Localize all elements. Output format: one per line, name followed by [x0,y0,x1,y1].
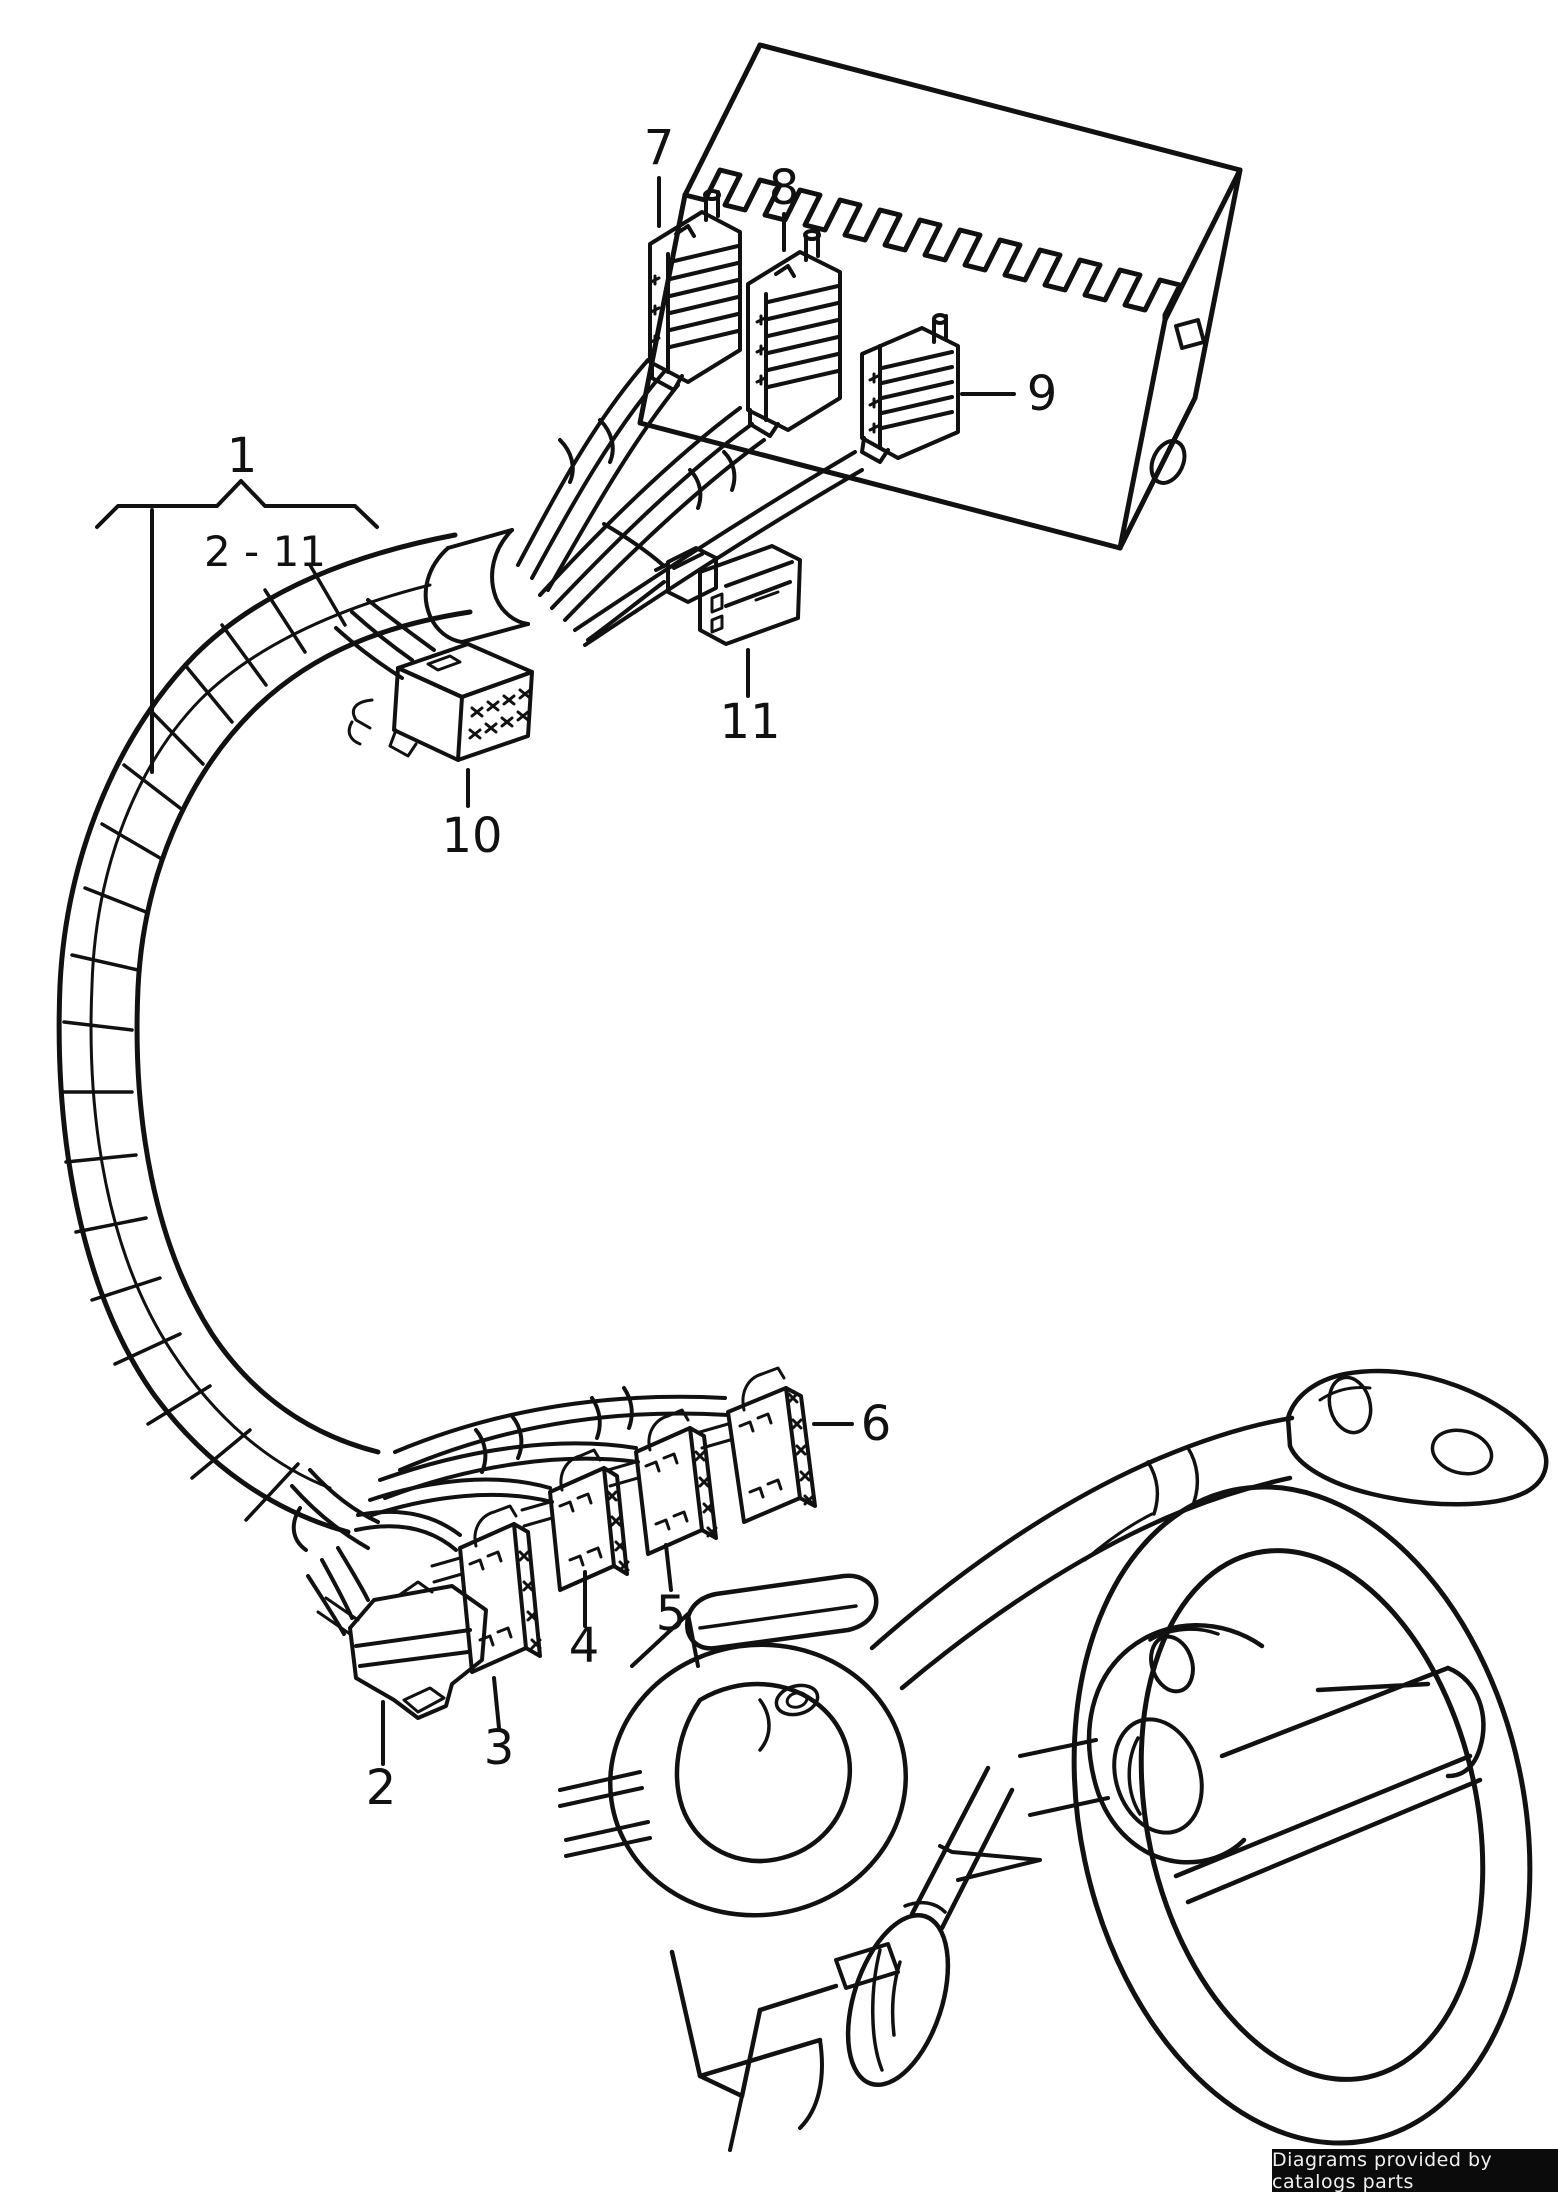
connector-8 [746,229,842,438]
callout-leaders [95,176,1016,1766]
connector-11 [654,544,802,646]
callout-label-2: 2 [366,1760,397,1816]
harness-branches-mid [334,598,436,680]
wiring-harness [56,358,864,1636]
connector-10 [347,642,534,762]
connector-5 [606,1408,718,1556]
callout-label-9: 9 [1027,366,1058,422]
steering-column-switch [558,1368,1549,2152]
watermark-bar: Diagrams provided by catalogs parts [1272,2148,1558,2193]
callout-label-11: 11 [719,694,780,750]
callout-labels: 1 2 - 11 7 8 9 10 11 6 5 4 3 2 [204,120,1057,1816]
harness-wrap-ticks [60,563,347,1522]
leader-5 [664,1543,673,1592]
harness-branches-bottom [290,1386,730,1636]
bracket-1 [95,479,379,529]
leader-3 [492,1676,501,1730]
connector-6 [698,1366,817,1524]
connector-4 [520,1448,630,1592]
connector-3 [430,1504,542,1674]
callout-label-7: 7 [644,120,675,176]
watermark-text: Diagrams provided by catalogs parts [1272,2148,1493,2193]
callout-label-5: 5 [656,1586,687,1642]
callout-label-6: 6 [861,1396,892,1452]
connector-10-pins [468,688,532,740]
harness-branches-top [516,358,864,647]
callout-label-range: 2 - 11 [204,527,326,576]
connector-7 [648,189,742,392]
connector-9 [860,313,960,464]
connector-2 [316,1580,488,1720]
steering-wheel [1071,1484,1533,2146]
callout-label-3: 3 [484,1720,515,1776]
callout-label-1: 1 [227,428,258,484]
callout-label-4: 4 [569,1618,600,1674]
callout-label-10: 10 [441,808,502,864]
callout-label-8: 8 [769,160,800,216]
control-module [637,42,1243,551]
